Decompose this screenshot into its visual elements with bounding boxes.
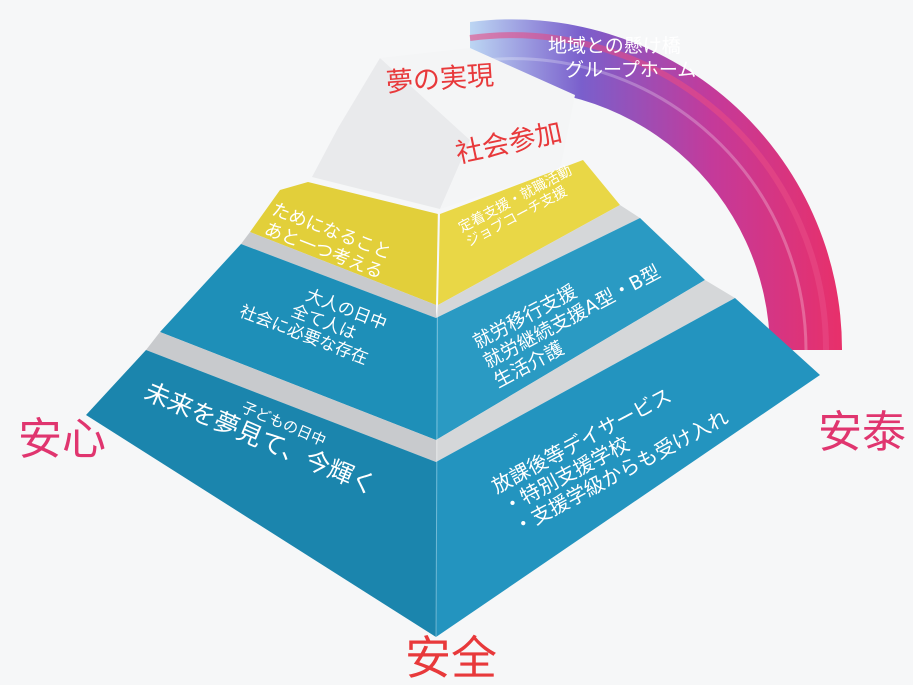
- arc-line-2: グループホーム: [565, 59, 697, 81]
- arc-line-1: 地域との懸け橋: [548, 35, 681, 57]
- bridge-arc: [469, 19, 843, 351]
- left-yellow: [250, 182, 438, 305]
- right-grey-2: [436, 280, 735, 462]
- corner-left-label: 安心: [18, 414, 106, 465]
- right-yellow: [438, 160, 620, 305]
- right-grey-1: [436, 205, 640, 318]
- left-blue-middle: [160, 244, 436, 440]
- corner-bottom-label: 安全: [405, 631, 497, 685]
- left-blue-bottom: [86, 350, 436, 637]
- corner-right-label: 安泰: [818, 407, 906, 458]
- right-top-white: [380, 48, 575, 209]
- left-grey-1: [241, 232, 436, 318]
- pyramid-right-face: [380, 48, 820, 637]
- right-blue-bottom: [436, 298, 820, 637]
- left-grey-2: [146, 332, 436, 462]
- right-blue-middle: [436, 218, 705, 440]
- pyramid-left-face: [86, 58, 470, 637]
- left-top-white: [312, 58, 470, 209]
